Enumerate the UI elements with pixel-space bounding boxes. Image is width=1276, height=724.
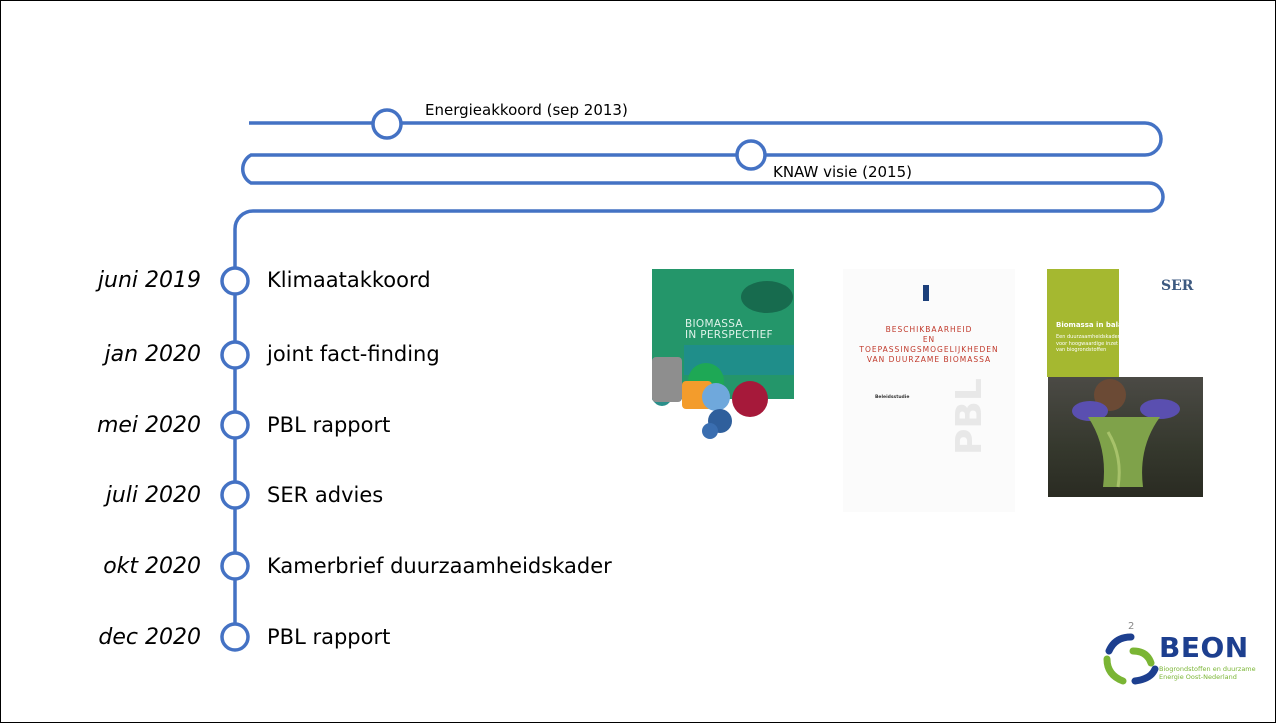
cover-pbl-rapport: BESCHIKBAARHEID EN TOEPASSINGSMOGELIJKHE… bbox=[843, 269, 1015, 512]
page-number: 2 bbox=[1128, 621, 1135, 632]
cover-photo-seaweed bbox=[1048, 377, 1203, 497]
event-klimaatakkoord: Klimaatakkoord bbox=[267, 268, 431, 292]
date-mei-2020: mei 2020 bbox=[96, 413, 201, 438]
milestone-knaw bbox=[735, 139, 767, 171]
ser-logo: SER bbox=[1161, 278, 1194, 294]
beon-logo-icon bbox=[1103, 633, 1159, 685]
event-pbl-rapport-mei: PBL rapport bbox=[267, 413, 391, 437]
milestone-mei-2020 bbox=[220, 410, 250, 440]
event-pbl-rapport-dec: PBL rapport bbox=[267, 625, 391, 649]
cover-title: BESCHIKBAARHEID EN TOEPASSINGSMOGELIJKHE… bbox=[843, 325, 1015, 365]
logo-text bbox=[933, 290, 934, 294]
label-energieakkoord: Energieakkoord (sep 2013) bbox=[425, 101, 628, 119]
cover-subtitle-line1: Een duurzaamheidskader bbox=[1056, 334, 1120, 340]
cover-footer bbox=[682, 487, 683, 492]
date-juni-2019: juni 2019 bbox=[97, 268, 201, 293]
milestone-juli-2020 bbox=[220, 480, 250, 510]
cover-title-line2: EN bbox=[922, 335, 936, 344]
cover-title: Biomassa in balans bbox=[1056, 321, 1132, 329]
event-kamerbrief: Kamerbrief duurzaamheidskader bbox=[267, 554, 612, 578]
cover-ser-advies: SER Biomassa in balans Een duurzaamheids… bbox=[1039, 269, 1203, 509]
cover-title-line2: IN PERSPECTIEF bbox=[685, 329, 773, 341]
cover-subtitle-line3: van biogrondstoffen bbox=[1056, 347, 1107, 353]
beon-logo-word: BEON bbox=[1159, 631, 1249, 664]
cover-title-line3: TOEPASSINGSMOGELIJKHEDEN bbox=[859, 345, 999, 354]
cover-green-block bbox=[1047, 269, 1119, 377]
cover-title-line1: BIOMASSA bbox=[685, 318, 743, 330]
seaweed-illustration bbox=[1072, 379, 1180, 488]
timeline-snake-line bbox=[233, 121, 1165, 637]
rijksoverheid-logo bbox=[923, 285, 929, 301]
date-dec-2020: dec 2020 bbox=[98, 625, 201, 650]
date-jan-2020: jan 2020 bbox=[104, 342, 201, 367]
cover-title: BIOMASSA IN PERSPECTIEF bbox=[685, 319, 773, 341]
beon-sub-line1: Biogrondstoffen en duurzame bbox=[1159, 665, 1256, 673]
cover-title-line4: VAN DUURZAME BIOMASSA bbox=[866, 355, 992, 364]
cover-subtitle-line2: voor hoogwaardige inzet bbox=[1056, 340, 1118, 347]
date-juli-2020: juli 2020 bbox=[105, 483, 201, 508]
milestone-juni-2019 bbox=[220, 266, 250, 296]
beon-sub-line2: Energie Oost-Nederland bbox=[1159, 673, 1237, 681]
date-okt-2020: okt 2020 bbox=[103, 554, 201, 579]
pbl-watermark: PBL bbox=[949, 378, 990, 455]
milestone-jan-2020 bbox=[220, 340, 250, 370]
cover-subtitle: Een duurzaamheidskader voor hoogwaardige… bbox=[1056, 334, 1120, 354]
milestone-okt-2020 bbox=[220, 551, 250, 581]
cover-biomassa-in-perspectief: BIOMASSA IN PERSPECTIEF bbox=[652, 269, 794, 512]
cover-title-line1: BESCHIKBAARHEID bbox=[885, 325, 973, 334]
event-joint-fact-finding: joint fact-finding bbox=[267, 342, 440, 366]
label-knaw-visie: KNAW visie (2015) bbox=[773, 163, 912, 181]
milestone-energieakkoord bbox=[371, 108, 403, 140]
milestone-dec-2020 bbox=[220, 622, 250, 652]
event-ser-advies: SER advies bbox=[267, 483, 384, 507]
beon-logo-subtitle: Biogrondstoffen en duurzame Energie Oost… bbox=[1159, 665, 1269, 681]
cover-section: Beleidsstudie bbox=[875, 395, 910, 400]
speech-bubbles-illustration bbox=[652, 281, 793, 439]
